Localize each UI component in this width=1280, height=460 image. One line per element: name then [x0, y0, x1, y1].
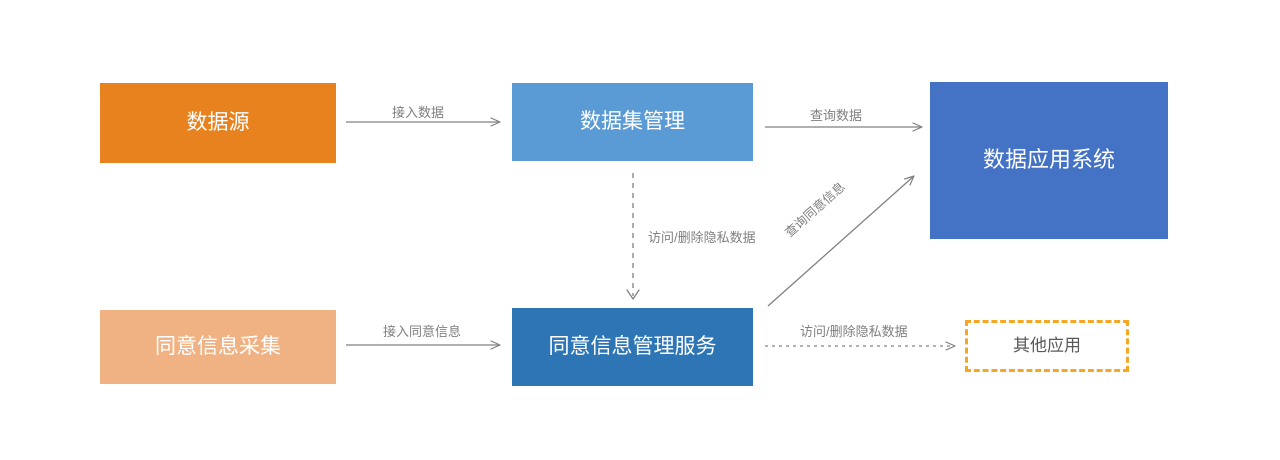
node-data-source[interactable]: 数据源 [100, 83, 336, 163]
node-dataset-management-label: 数据集管理 [580, 110, 685, 134]
edge-access-delete-private-top-arrowhead [626, 289, 640, 300]
node-other-application[interactable]: 其他应用 [965, 320, 1129, 372]
edge-label-access-delete-private-data-top: 访问/删除隐私数据 [648, 230, 756, 245]
node-data-application-system-label: 数据应用系统 [982, 147, 1115, 173]
node-data-source-label: 数据源 [186, 111, 250, 135]
node-consent-management-service[interactable]: 同意信息管理服务 [512, 308, 753, 386]
edge-label-access-delete-private-data-bottom: 访问/删除隐私数据 [800, 324, 908, 339]
edge-label-access-data: 接入数据 [392, 105, 445, 120]
node-other-application-label: 其他应用 [1013, 335, 1081, 355]
edge-label-query-consent-info: 查询同意信息 [782, 179, 848, 240]
node-consent-collection[interactable]: 同意信息采集 [100, 310, 336, 384]
node-data-application-system[interactable]: 数据应用系统 [930, 82, 1168, 239]
edge-label-access-consent-info: 接入同意信息 [383, 324, 462, 339]
node-consent-collection-label: 同意信息采集 [155, 335, 281, 359]
node-dataset-management[interactable]: 数据集管理 [512, 83, 753, 161]
node-consent-management-service-label: 同意信息管理服务 [548, 335, 717, 359]
edge-label-query-data: 查询数据 [810, 108, 863, 123]
